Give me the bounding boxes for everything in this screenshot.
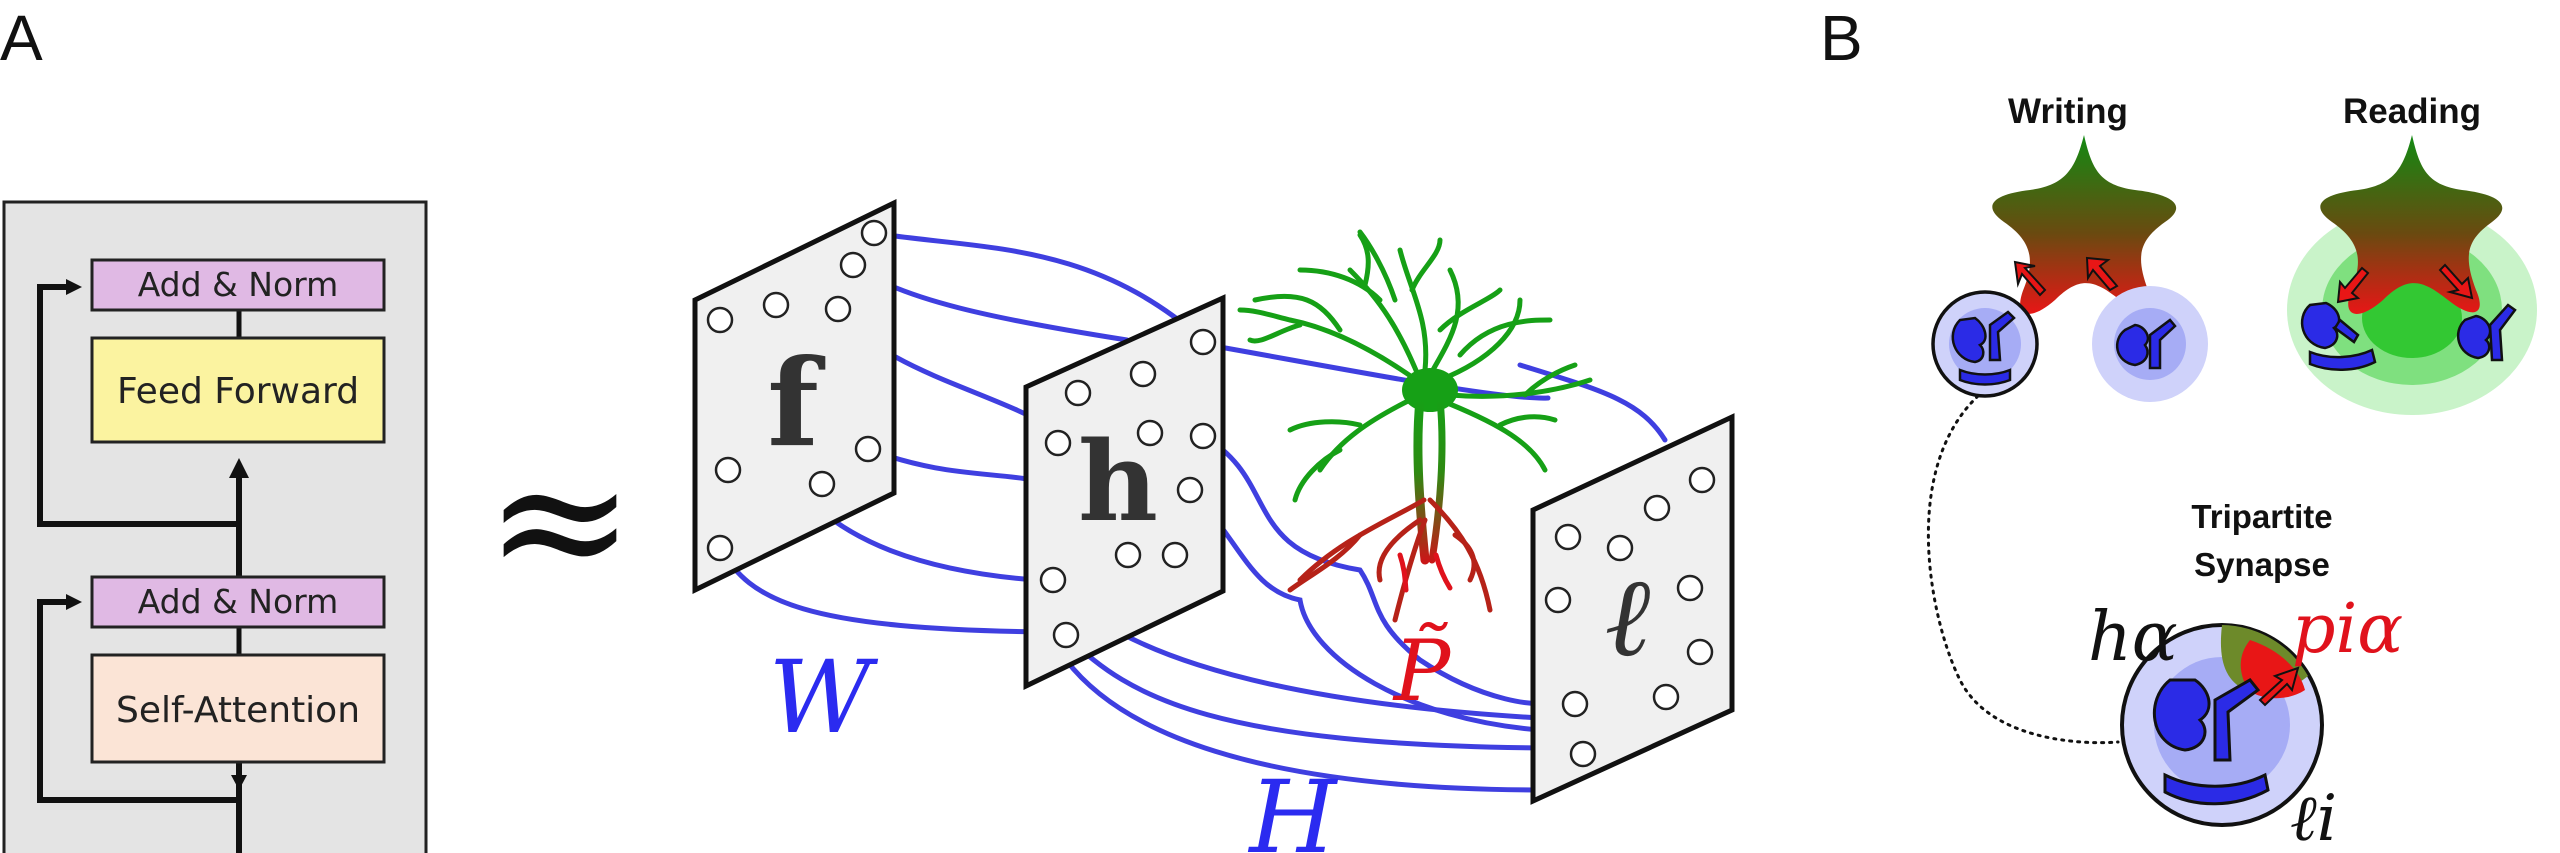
add-norm-bottom-box (90, 575, 386, 629)
dotted-link (1926, 394, 2120, 745)
self-attention-label: Self-Attention (116, 690, 360, 731)
tripartite-label-line1: Tripartite (2191, 498, 2332, 535)
weight-w-label: W (769, 639, 879, 756)
add-norm-top-box (90, 258, 386, 312)
weight-h-label: H (1247, 759, 1338, 853)
plane-l: ℓ (1530, 413, 1735, 805)
self-attention-box (90, 653, 386, 764)
plane-l-label: ℓ (1607, 552, 1654, 681)
feed-forward-label: Feed Forward (117, 371, 359, 412)
transformer-block: Add & Norm Feed Forward Add & Norm Self-… (2, 200, 428, 853)
tripartite-label-line2: Synapse (2194, 546, 2330, 583)
reading-illustration (2287, 135, 2537, 415)
l-i-label: ℓi (2290, 782, 2337, 853)
plane-h: h (1023, 294, 1226, 690)
feed-forward-box (90, 336, 386, 444)
tripartite-synapse (2120, 623, 2324, 827)
writing-heading: Writing (2008, 92, 2128, 131)
approx-symbol: ≈ (485, 416, 636, 625)
plane-f-label: f (767, 333, 826, 474)
reading-heading: Reading (2343, 92, 2481, 131)
h-alpha-label: hα (2088, 598, 2178, 677)
p-tilde-lines (1397, 552, 1453, 593)
panel-a-letter: A (0, 2, 43, 74)
add-norm-bottom-label: Add & Norm (138, 582, 339, 621)
add-norm-top-label: Add & Norm (138, 265, 339, 304)
p-tilde-label: P̃ (1392, 622, 1452, 720)
neuron-icon (1237, 229, 1593, 623)
p-i-alpha-label: piα (2292, 590, 2403, 669)
panel-b-letter: B (1820, 2, 1863, 74)
writing-illustration (1931, 135, 2208, 402)
plane-h-label: h (1078, 417, 1158, 546)
plane-f: f (692, 199, 897, 594)
